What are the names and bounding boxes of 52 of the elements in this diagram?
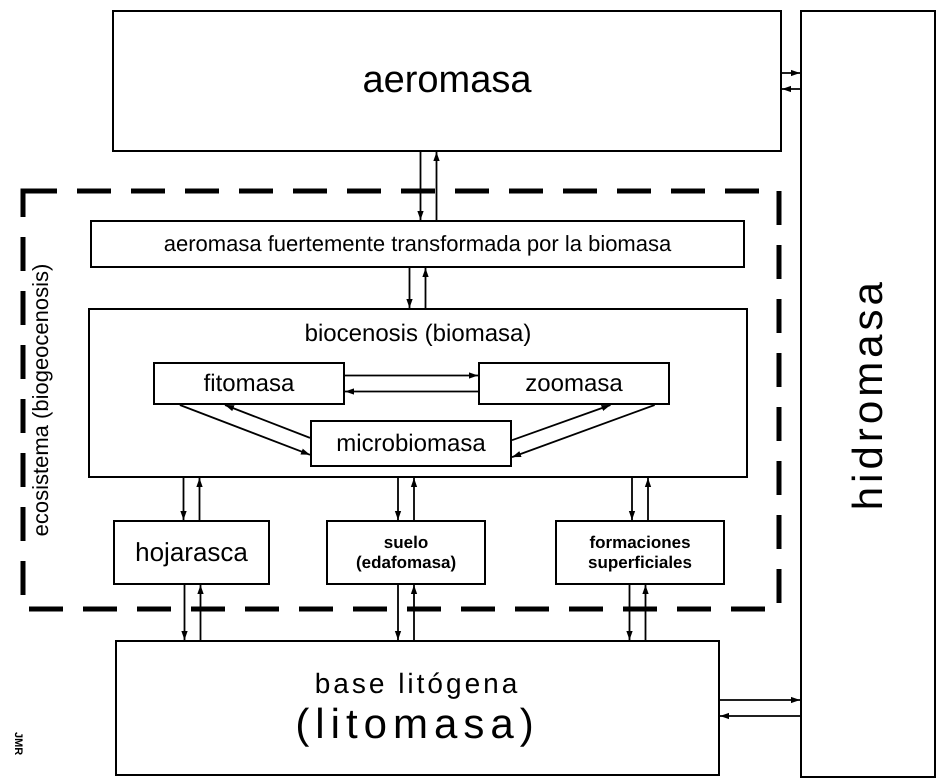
- node-label: hojarasca: [135, 538, 248, 568]
- group-box: [88, 308, 748, 478]
- process-box: [153, 362, 345, 405]
- node-label: hidromasa: [844, 278, 892, 510]
- arrow: [782, 86, 800, 92]
- arrow: [417, 152, 424, 220]
- arrow: [720, 712, 800, 720]
- arrow: [181, 585, 188, 640]
- node-label: fitomasa: [204, 370, 294, 398]
- arrow: [626, 585, 633, 640]
- arrow: [410, 478, 418, 520]
- arrow: [224, 404, 310, 439]
- process-box: [800, 10, 936, 778]
- arrow: [720, 696, 800, 704]
- node-label: aeromasa: [362, 59, 532, 103]
- arrow: [394, 478, 402, 520]
- node-label: suelo (edafomasa): [356, 532, 456, 572]
- arrow: [642, 585, 649, 640]
- process-box: [326, 520, 486, 585]
- arrow: [512, 404, 611, 442]
- node-label: base litógena: [314, 668, 520, 700]
- node-label: zoomasa: [525, 370, 623, 398]
- arrow: [196, 478, 203, 520]
- process-box: [90, 220, 745, 268]
- node-label: microbiomasa: [336, 430, 486, 458]
- process-box: [310, 420, 512, 467]
- arrow: [406, 268, 413, 308]
- process-box: [115, 640, 720, 776]
- process-box: [112, 10, 782, 152]
- arrow: [345, 372, 478, 379]
- process-box: [478, 362, 670, 405]
- node-label: (litomasa): [295, 700, 540, 748]
- arrow: [180, 478, 187, 520]
- arrow: [410, 585, 418, 640]
- ecosystem-boundary: [20, 188, 782, 612]
- arrow: [345, 388, 478, 395]
- arrow: [197, 585, 204, 640]
- group-title: ecosistema (biogeocenosis): [28, 264, 54, 536]
- arrow: [422, 268, 429, 308]
- author-initials: JMR: [12, 732, 24, 756]
- arrow: [180, 404, 310, 456]
- arrow: [628, 478, 636, 520]
- arrow: [433, 152, 440, 220]
- node-label: aeromasa fuertemente transformada por la biomasa: [164, 231, 672, 257]
- node-label: formaciones superficiales: [587, 532, 693, 572]
- arrow: [644, 478, 652, 520]
- process-box: [555, 520, 725, 585]
- arrow: [394, 585, 402, 640]
- arrow: [782, 70, 800, 76]
- group-title: biocenosis (biomasa): [304, 320, 532, 348]
- arrow: [512, 404, 655, 458]
- process-box: [113, 520, 270, 585]
